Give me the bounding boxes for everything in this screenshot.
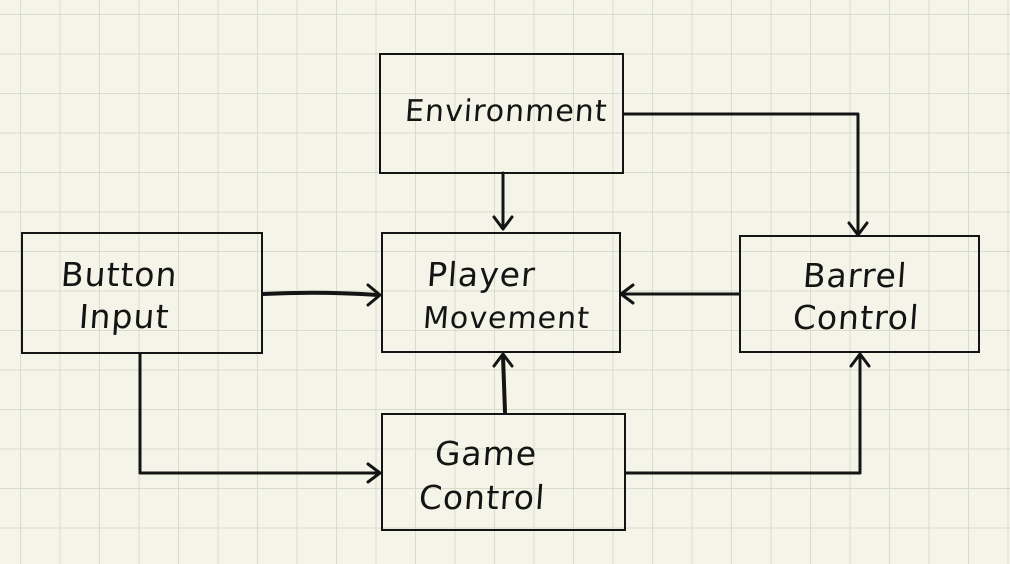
edge-button-input-to-game-control <box>138 352 382 484</box>
node-environment-label: Environment <box>403 94 609 129</box>
node-button-input: Button Input <box>21 232 263 354</box>
edge-environment-to-barrel-control <box>622 112 869 237</box>
node-game-control-label-line1: Game <box>433 434 539 473</box>
node-barrel-control-label-line1: Barrel <box>801 256 909 295</box>
node-environment: Environment <box>379 53 624 174</box>
node-game-control: Game Control <box>381 413 626 531</box>
node-button-input-label-line1: Button <box>59 255 179 294</box>
node-barrel-control-label-line2: Control <box>791 298 921 337</box>
edge-barrel-control-to-player-movement <box>619 283 741 305</box>
edge-environment-to-player-movement <box>492 171 514 231</box>
node-barrel-control: Barrel Control <box>739 235 980 353</box>
node-player-movement-label-line2: Movement <box>421 301 592 336</box>
node-player-movement-label-line1: Player <box>425 255 538 294</box>
edge-game-control-to-barrel-control <box>624 352 871 475</box>
edge-game-control-to-player-movement <box>492 352 514 414</box>
node-button-input-label-line2: Input <box>77 297 171 336</box>
edge-button-input-to-player-movement <box>261 283 382 307</box>
node-game-control-label-line2: Control <box>417 478 547 517</box>
node-player-movement: Player Movement <box>381 232 621 353</box>
